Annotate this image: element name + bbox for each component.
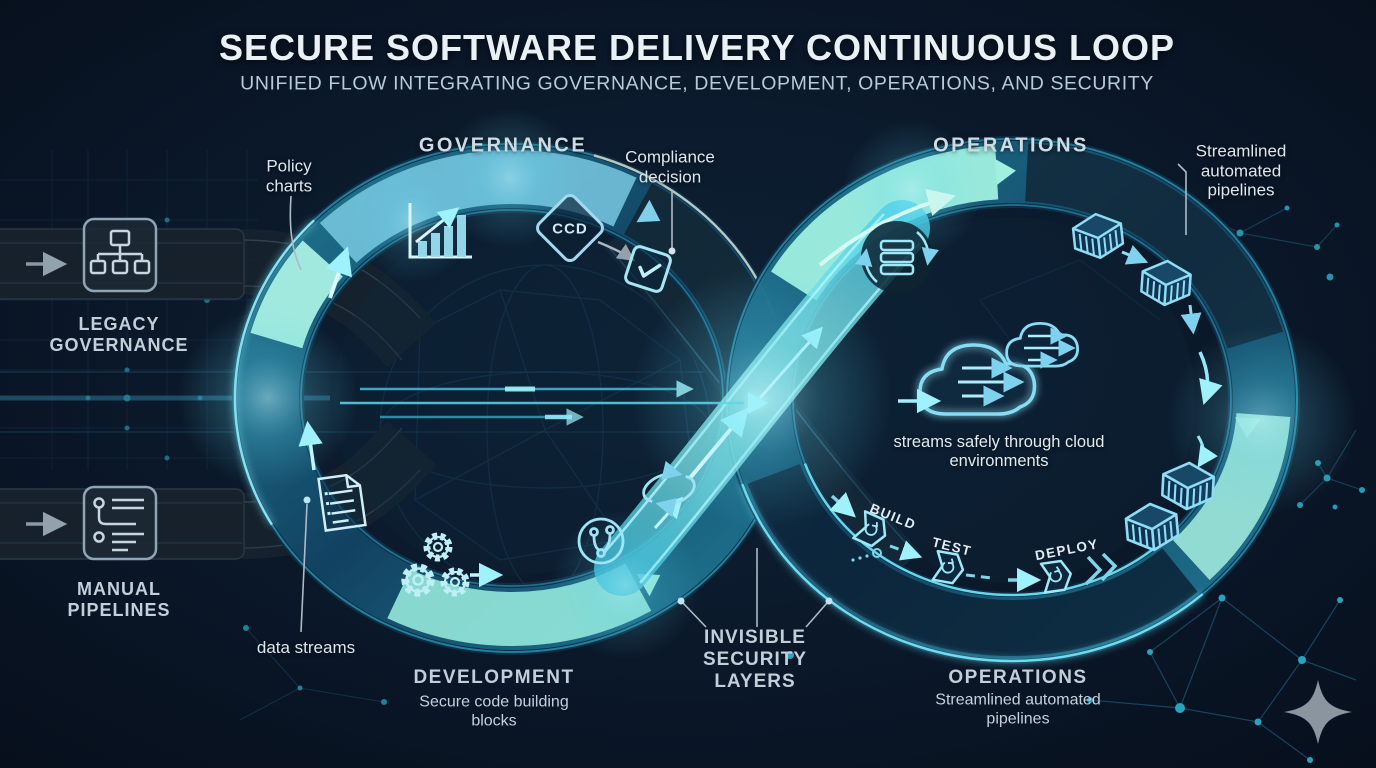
network-mesh-bottomleft (239, 625, 387, 721)
database-sync-icon (855, 221, 939, 293)
ccd-diamond-icon (536, 194, 604, 262)
compliance-check-icon (624, 245, 672, 293)
sync-loop-icon (642, 460, 696, 518)
page-subtitle: UNIFIED FLOW INTEGRATING GOVERNANCE, DEV… (240, 72, 1154, 95)
document-icon (317, 473, 367, 532)
org-chart-icon (82, 217, 158, 293)
pipeline-list-icon (82, 485, 158, 561)
left-loop-interior (334, 220, 690, 576)
glow-blobs (178, 108, 1357, 660)
streamlined-pipelines-callout: Streamlined automated pipelines (1195, 141, 1287, 200)
stage-connector-arrows (851, 540, 1118, 593)
operations-top-heading: OPERATIONS (933, 134, 1089, 157)
legacy-governance-label: LEGACY GOVERNANCE (49, 314, 189, 355)
data-streams-connector (300, 503, 308, 633)
cloud-transfer-icon (898, 321, 1079, 416)
governance-heading: GOVERNANCE (418, 134, 588, 157)
sparkle-icon (1284, 680, 1352, 744)
ccd-badge-label: CCD (552, 220, 588, 238)
development-caption: Secure code building blocks (419, 693, 569, 729)
git-branch-icon (577, 517, 625, 565)
manual-pipelines-label: MANUAL PIPELINES (67, 579, 171, 620)
operations-bottom-caption: Streamlined automated pipelines (935, 691, 1101, 727)
invisible-security-layers-label: INVISIBLE SECURITY LAYERS (702, 626, 808, 693)
operations-bottom-heading: OPERATIONS (948, 666, 1088, 688)
bar-chart-icon (408, 203, 472, 259)
cloud-streams-callout: streams safely through cloud environment… (893, 432, 1105, 470)
security-connector-left (682, 602, 707, 628)
loop-flow-arrows (298, 188, 1223, 518)
container-flow-arrow (1121, 245, 1149, 265)
compliance-decision-callout: Compliance decision (625, 147, 715, 186)
page-title: SECURE SOFTWARE DELIVERY CONTINUOUS LOOP (218, 27, 1176, 69)
callout-connectors (289, 163, 1187, 633)
network-mesh-bottomright (786, 594, 1357, 763)
policy-charts-callout: Policy charts (265, 156, 313, 195)
development-heading: DEVELOPMENT (413, 666, 575, 688)
data-streams-callout: data streams (256, 638, 356, 658)
security-connector-right (805, 602, 828, 628)
streamlined-connector (1177, 163, 1187, 235)
data-stream-arrows (340, 380, 768, 426)
policy-charts-connector (289, 195, 302, 271)
